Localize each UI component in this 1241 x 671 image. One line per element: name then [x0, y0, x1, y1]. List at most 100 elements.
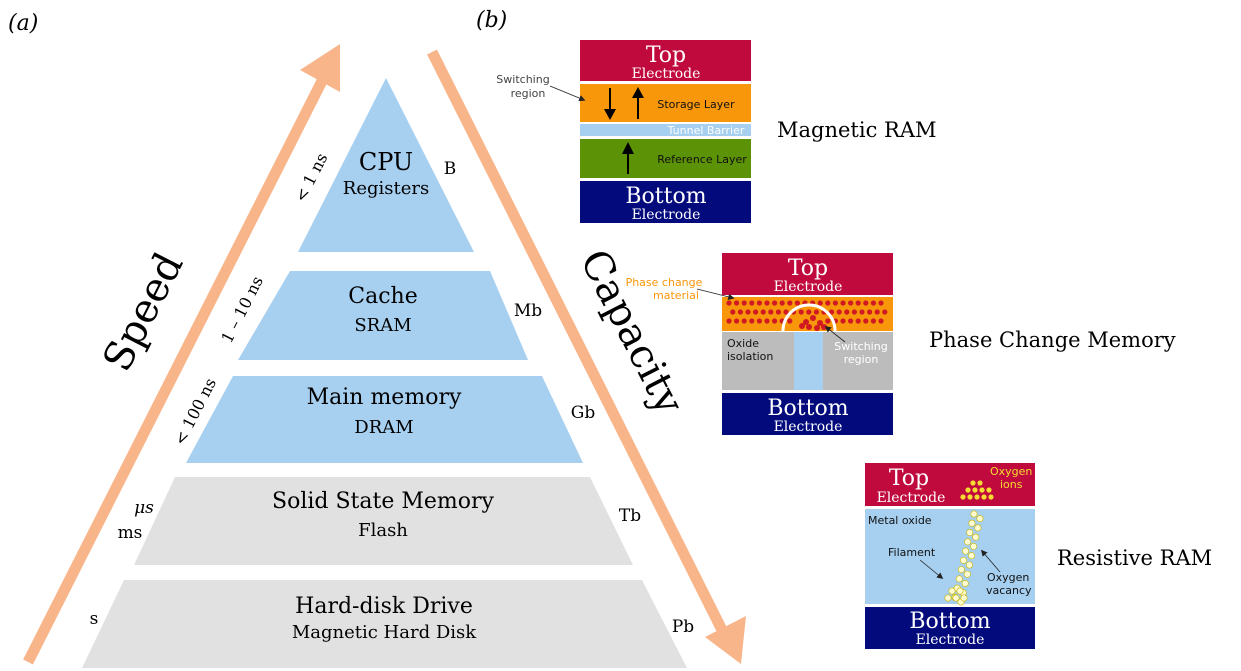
oxygen-vacancy	[966, 529, 974, 537]
oxygen-vacancy	[962, 547, 970, 555]
oxygen-ion	[986, 487, 992, 493]
speed-arrow	[23, 44, 340, 665]
rram-name: Resistive RAM	[1057, 546, 1212, 570]
phase-dot	[772, 300, 778, 306]
rram-vacancy-label-2: vacancy	[986, 584, 1032, 597]
oxygen-vacancy	[957, 566, 965, 574]
phase-dot	[836, 309, 842, 315]
phase-dot	[737, 309, 744, 315]
oxygen-ion	[967, 494, 973, 500]
oxygen-vacancy	[968, 552, 976, 560]
mram-tunnel-barrier	[580, 124, 751, 136]
phase-dot	[760, 309, 766, 315]
oxygen-ion	[981, 494, 987, 500]
amorphous-dot	[799, 323, 805, 329]
phase-dot	[768, 309, 774, 315]
pcm-oxide-right	[823, 332, 893, 390]
pcm-material-label-2: material	[653, 289, 699, 302]
phase-dot	[870, 318, 877, 324]
rram-ions-label-2: ions	[1000, 478, 1023, 491]
mram-bottom-electrode	[580, 181, 751, 223]
phase-dot	[764, 300, 770, 306]
tier-dram-shape	[186, 376, 583, 463]
pcm-stack	[722, 253, 893, 435]
oxygen-ion-dots	[960, 480, 994, 500]
phase-dot	[851, 309, 858, 315]
oxygen-vacancy	[944, 594, 952, 602]
panel-label-b: (b)	[476, 8, 507, 33]
capacity-arrow	[427, 49, 746, 664]
mram-stack	[580, 40, 751, 223]
oxygen-vacancy	[963, 570, 971, 578]
phase-dot	[753, 309, 759, 315]
oxygen-ion	[972, 487, 978, 493]
phase-dot	[756, 318, 763, 324]
phase-dot	[863, 300, 869, 306]
phase-dot	[775, 309, 782, 315]
mram-tunnel-label: Tunnel Barrier	[667, 124, 745, 137]
oxygen-ion	[974, 494, 980, 500]
rram-bottom-electrode	[865, 607, 1035, 649]
tier-cpu-title: CPU	[359, 148, 413, 176]
tier-flash-speed-ms: ms	[118, 523, 143, 543]
tier-hdd-capacity: Pb	[672, 617, 694, 637]
phase-dot	[855, 318, 861, 324]
tier-cache-capacity: Mb	[514, 301, 542, 321]
spin-arrow-down-icon	[604, 88, 616, 120]
tier-cpu-subtitle: Registers	[343, 178, 429, 199]
oxygen-ion	[970, 480, 976, 486]
oxygen-vacancy	[965, 561, 973, 569]
phase-dot	[787, 318, 793, 324]
pcm-switching-label-1: Switching	[834, 340, 887, 353]
tier-cache-subtitle: SRAM	[354, 315, 411, 336]
rram-bottom-label: Bottom	[909, 609, 990, 634]
mram-top-label: Top	[646, 43, 686, 68]
amorphous-dot	[803, 319, 809, 325]
phase-dot	[741, 318, 747, 324]
oxygen-vacancy	[970, 510, 978, 518]
mram-reference-label: Reference Layer	[657, 153, 747, 166]
rram-top-sublabel: Electrode	[877, 490, 946, 506]
pcm-crystal-dots	[726, 300, 888, 331]
tier-hdd-subtitle: Magnetic Hard Disk	[292, 622, 477, 643]
phase-dot	[726, 318, 732, 324]
amorphous-dot	[814, 325, 820, 331]
tier-hdd-shape	[82, 580, 687, 668]
oxygen-ion	[965, 487, 971, 493]
rram-bottom-sublabel: Electrode	[916, 632, 985, 648]
phase-dot	[749, 300, 755, 306]
spin-arrow-up-icon	[632, 87, 644, 119]
mram-top-electrode	[580, 40, 751, 81]
phase-dot	[829, 309, 835, 315]
phase-dot	[832, 300, 839, 306]
phase-dot	[726, 300, 732, 306]
mram-name: Magnetic RAM	[777, 118, 937, 142]
rram-vacancy-label-1: Oxygen	[987, 571, 1029, 584]
phase-dot	[772, 318, 778, 324]
oxygen-vacancy	[974, 524, 982, 532]
pcm-switching-label-2: region	[844, 353, 879, 366]
capacity-axis-label: Capacity	[571, 242, 693, 422]
rram-stack	[865, 463, 1035, 649]
amorphous-dot	[810, 315, 816, 321]
mram-switching-label-2: region	[511, 87, 546, 100]
phase-dot	[863, 318, 869, 324]
phase-dot	[878, 318, 884, 324]
panel-label-a: (a)	[8, 11, 38, 36]
rram-top-electrode	[865, 463, 1035, 506]
oxygen-vacancy	[972, 533, 980, 541]
phase-dot	[855, 300, 861, 306]
tier-dram-capacity: Gb	[571, 403, 596, 423]
pcm-bottom-label: Bottom	[767, 396, 848, 421]
phase-dot	[867, 309, 873, 315]
pcm-top-electrode	[722, 253, 893, 295]
oxygen-vacancy	[976, 515, 984, 523]
pcm-oxide-label-2: isolation	[727, 350, 773, 363]
oxygen-ion	[960, 494, 966, 500]
rram-filament-pointer	[919, 559, 944, 580]
oxygen-vacancy	[968, 519, 976, 527]
pcm-bottom-electrode	[722, 393, 893, 435]
filament-vacancy-dots	[944, 510, 984, 606]
oxygen-ion	[977, 480, 983, 486]
mram-switching-pointer	[549, 85, 586, 102]
